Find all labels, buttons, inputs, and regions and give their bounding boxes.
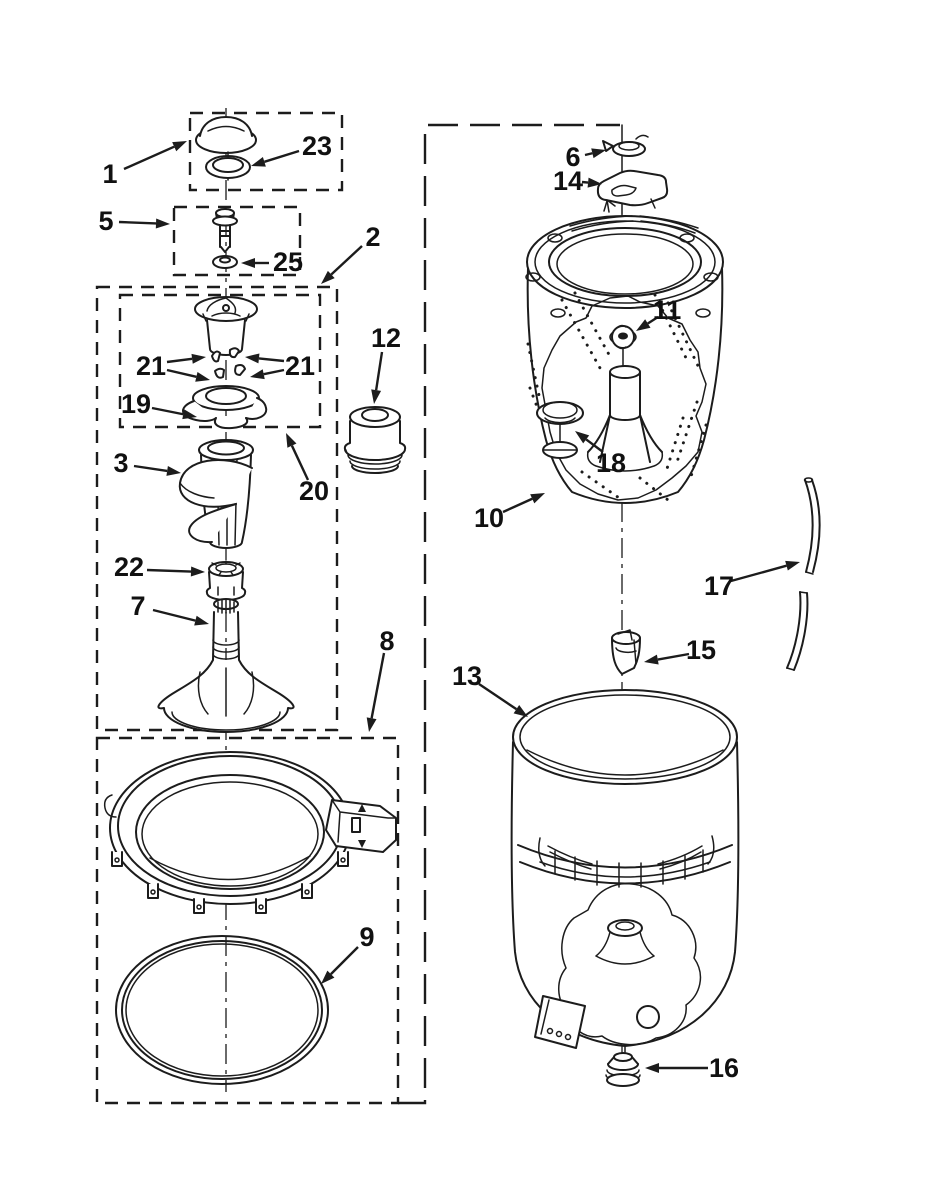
agitator-base-part [158,599,293,732]
hub-nut-part [610,326,636,367]
callout-22: 22 [114,552,205,582]
callout-11: 11 [636,295,681,331]
callout-label-17: 17 [704,571,734,601]
callout-20: 20 [286,433,329,506]
callout-label-23: 23 [302,131,332,161]
callout-13: 13 [452,661,528,717]
spacer-part [207,561,245,600]
callout-2: 2 [321,222,381,284]
callout-label-21: 21 [285,351,315,381]
callout-12: 12 [371,323,401,404]
callout-9: 9 [321,922,375,984]
callout-label-16: 16 [709,1053,739,1083]
mounting-seal-part [345,407,405,473]
callout-3: 3 [113,448,181,478]
callout-17: 17 [704,560,800,601]
grommet-part [606,1053,640,1086]
callout-16: 16 [645,1053,739,1083]
basket-perforations [528,293,706,500]
auger-part [180,440,253,548]
gasket-part [116,936,328,1084]
cap-group-box [190,113,342,190]
callout-21: 21 [136,351,210,382]
callout-5: 5 [98,206,170,236]
auger-cap-part [195,297,257,355]
cap-part [196,117,256,153]
tub-ring-tabs [112,852,348,913]
callout-8: 8 [366,626,395,732]
tub-ring-dispenser-chute [326,800,396,852]
callout-label-6: 6 [565,142,580,172]
callout-label-19: 19 [121,389,151,419]
tub-ring-group-box [97,738,398,1103]
basket-flange-holes [526,234,718,317]
callout-10: 10 [474,493,545,533]
callout-label-2: 2 [365,222,380,252]
outer-tub-part [512,690,739,1052]
callout-label-14: 14 [553,166,583,196]
plug-part [537,402,583,458]
callout-label-22: 22 [114,552,144,582]
callout-label-13: 13 [452,661,482,691]
callout-label-7: 7 [130,591,145,621]
callout-18: 18 [575,431,626,478]
callout-label-21: 21 [136,351,166,381]
callout-layer: 1 23 5 25 2 21 21 19 20 3 22 7 8 9 12 614 11 18 10 13 15 17 16 [98,131,800,1083]
clip-part [598,171,667,211]
seal-ring-part [206,152,250,180]
callout-25: 25 [241,247,303,277]
tub-ring-part [105,752,396,913]
agitator-dogs-parts [212,348,245,378]
callout-label-20: 20 [299,476,329,506]
assembly-boundary-line [398,125,620,1103]
callout-14: 14 [553,166,602,196]
callout-label-8: 8 [379,626,394,656]
drive-block-part [612,630,640,674]
hose-part [787,478,820,670]
callout-label-15: 15 [686,635,716,665]
dispenser-group-box [120,295,320,427]
cam-ring-part [183,386,266,428]
callout-label-18: 18 [596,448,626,478]
callout-label-12: 12 [371,323,401,353]
callout-label-11: 11 [653,295,682,325]
callout-1: 1 [102,141,187,189]
callout-label-1: 1 [102,159,117,189]
callout-label-3: 3 [113,448,128,478]
callout-label-5: 5 [98,206,113,236]
callout-label-25: 25 [273,247,303,277]
callout-19: 19 [121,389,197,420]
washer-part [213,256,237,268]
callout-15: 15 [644,635,716,665]
callout-23: 23 [251,131,332,167]
callout-label-10: 10 [474,503,504,533]
callout-7: 7 [130,591,209,626]
tub-bracket [535,996,585,1048]
bolt-part [213,209,237,252]
bolt-group-box [174,207,300,275]
basket-hub [588,366,663,471]
basket-part [526,200,723,503]
callout-6: 6 [565,142,606,172]
tub-sump [559,884,701,1045]
clamp-part [603,135,648,156]
callout-label-9: 9 [359,922,374,952]
callout-21: 21 [245,351,315,381]
